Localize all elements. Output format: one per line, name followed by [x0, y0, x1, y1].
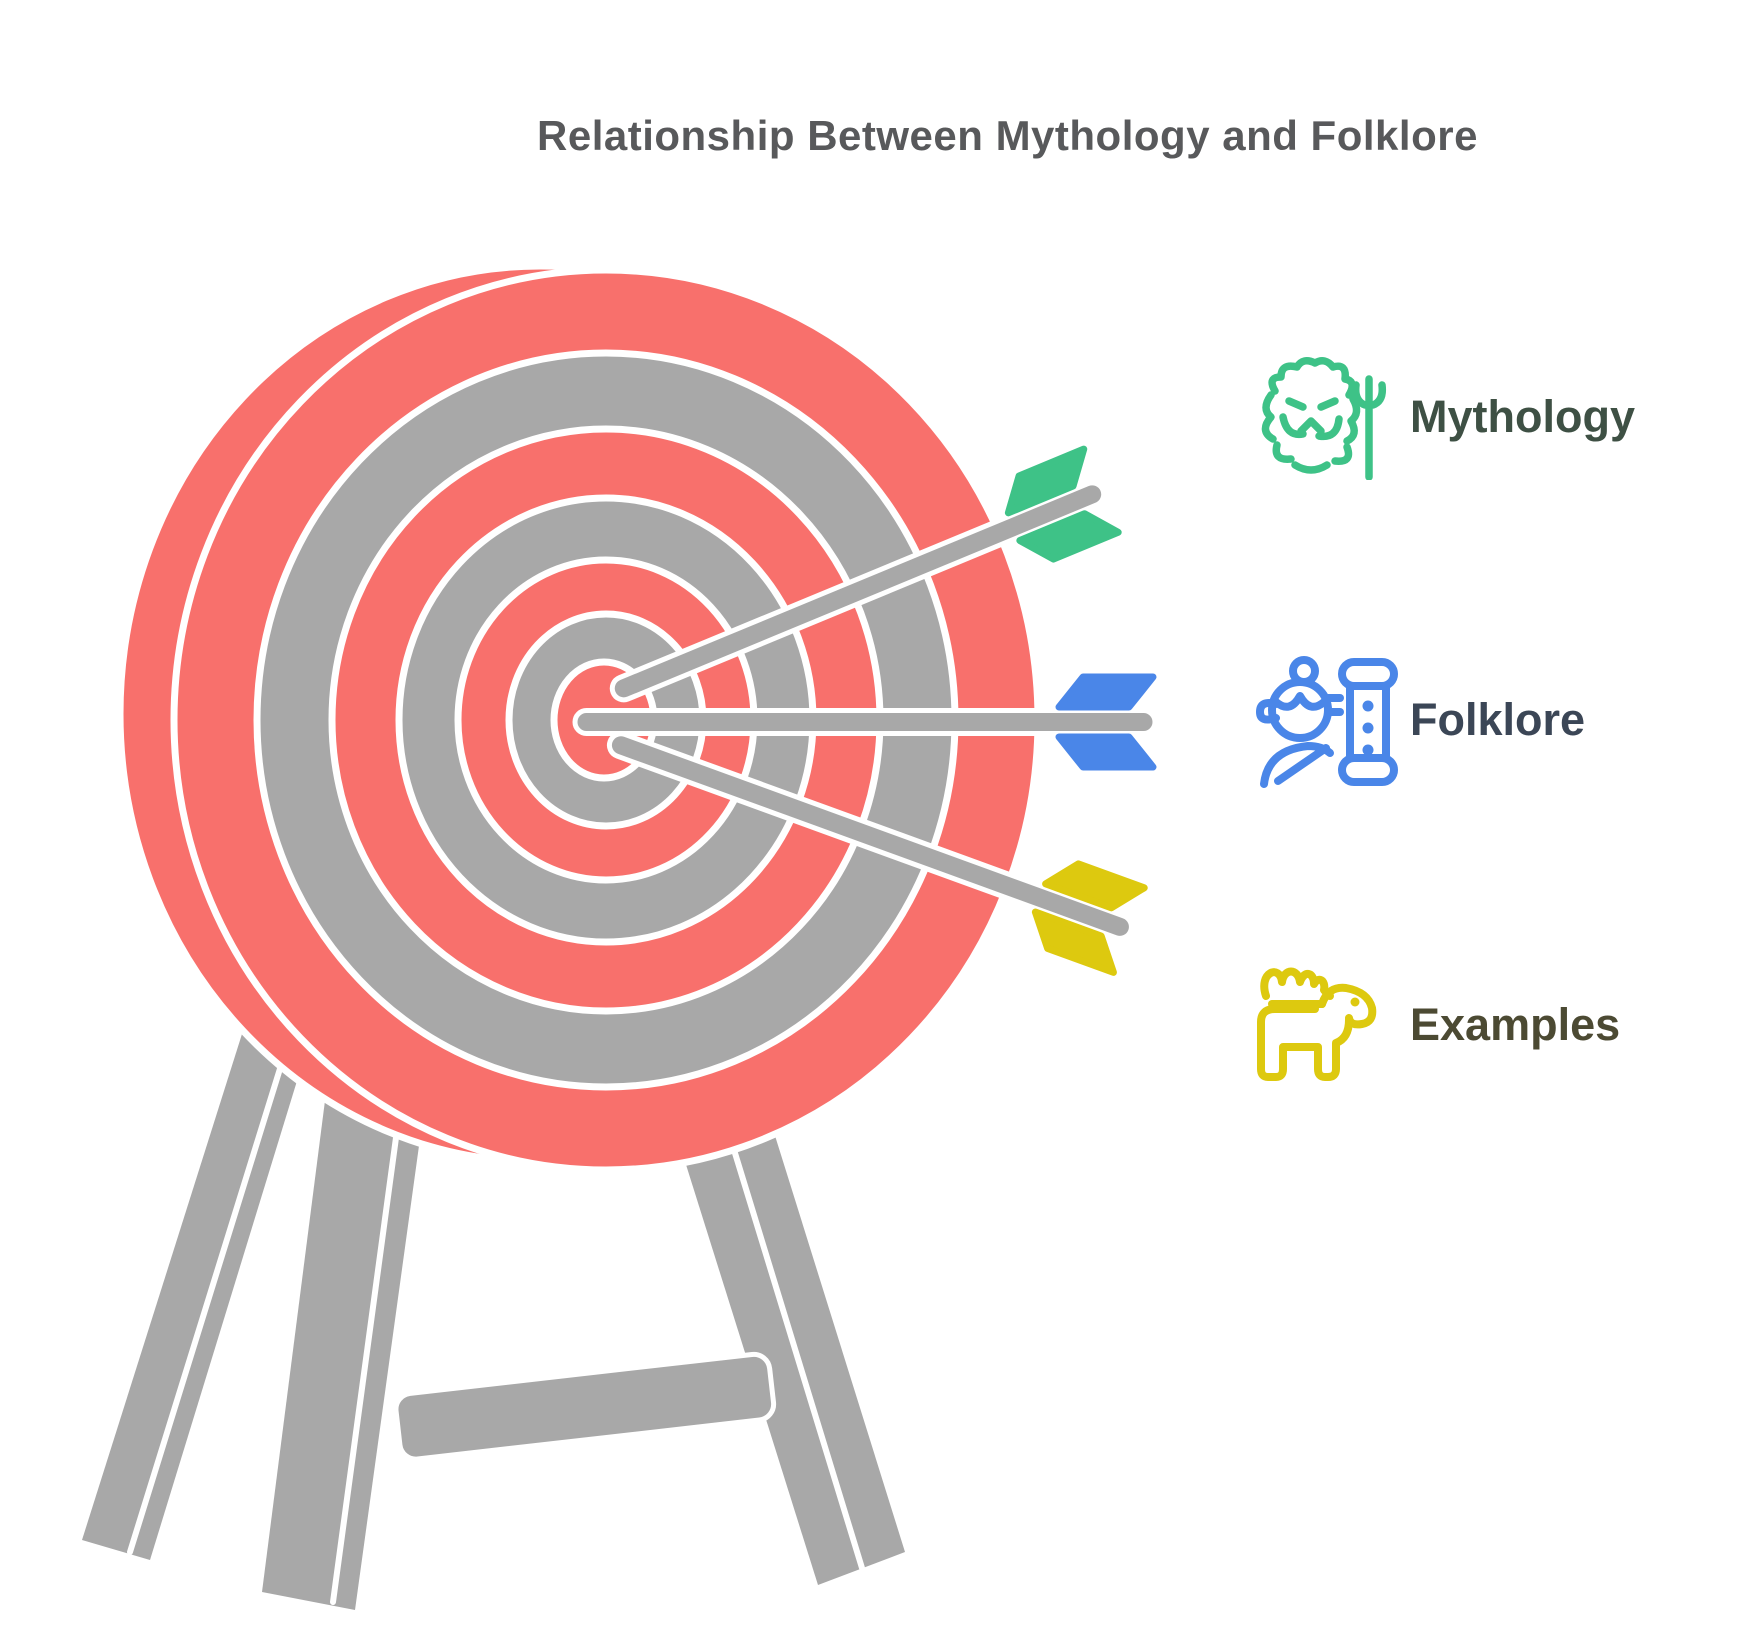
legend-item-examples: Examples [1248, 952, 1708, 1102]
arrow-mythology [609, 445, 1122, 703]
stand-leg-right [650, 1030, 905, 1585]
arrow-fletching-bottom [1055, 733, 1157, 771]
stand-leg-back-left-stripe [127, 1027, 295, 1555]
arrow-shaft [572, 708, 1158, 736]
arrow-fletching-bottom [1016, 510, 1122, 563]
legend-label-mythology: Mythology [1410, 391, 1635, 442]
poseidon-trident-icon [1261, 357, 1387, 480]
arrow-examples [606, 731, 1148, 976]
target-stand [82, 1015, 905, 1610]
arrow-folklore [572, 673, 1158, 771]
arrow-shaft [609, 480, 1107, 703]
legend-label-examples: Examples [1410, 999, 1621, 1050]
arrow-shaft [606, 731, 1134, 941]
arrow-fletching-bottom [1031, 908, 1117, 976]
legend-item-folklore: Folklore [1248, 652, 1708, 802]
legend-item-mythology: Mythology [1248, 350, 1708, 500]
arrow-fletching-top [1055, 673, 1157, 711]
arrow-fletching-top [1042, 860, 1148, 912]
stand-leg-front-left-stripe [330, 1061, 409, 1605]
arrow-fletching-top [1004, 445, 1088, 517]
page-title: Relationship Between Mythology and Folkl… [537, 112, 1478, 159]
woman-and-column-icon [1256, 656, 1398, 788]
moose-icon [1257, 967, 1377, 1081]
stand-crossbar [393, 1351, 777, 1462]
legend-label-folklore: Folklore [1410, 694, 1586, 745]
